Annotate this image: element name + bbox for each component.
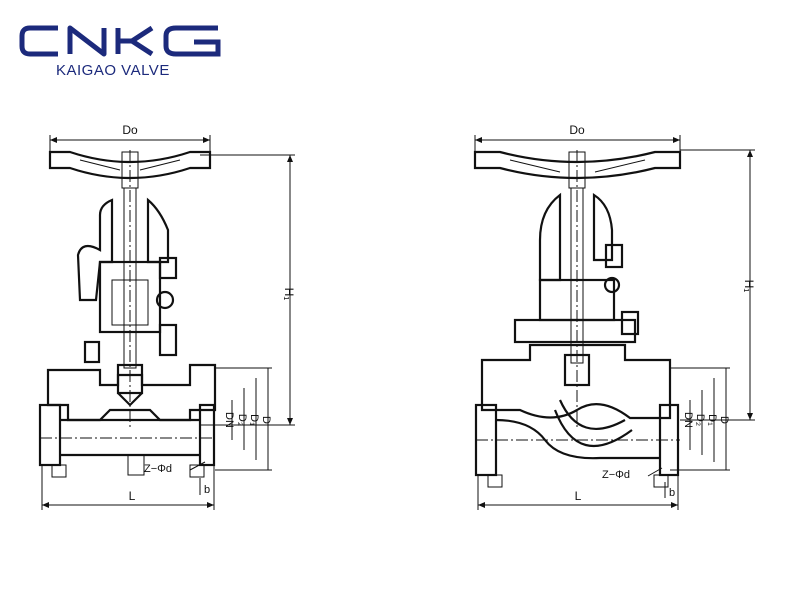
right-disc xyxy=(563,353,591,387)
left-flange-right xyxy=(198,403,216,467)
right-l-label: L xyxy=(575,489,582,503)
left-b-label: b xyxy=(204,484,210,496)
left-dn-label: DN xyxy=(223,412,235,428)
brand-subtitle: KAIGAO VALVE xyxy=(56,62,170,79)
right-h1-label: H₁ xyxy=(742,280,756,293)
left-yoke xyxy=(76,198,114,302)
right-dn-label: DN xyxy=(682,412,694,428)
left-disc xyxy=(116,363,144,395)
right-valve-drawing: Do H₁ xyxy=(473,123,756,510)
left-bonnet xyxy=(98,260,162,334)
left-d2-label: D₂ xyxy=(236,414,248,426)
right-do-label: Do xyxy=(569,123,585,137)
left-l-label: L xyxy=(129,489,136,503)
right-d2-label: D₂ xyxy=(694,414,706,426)
right-valve-body xyxy=(480,343,672,420)
right-b-label: b xyxy=(669,487,675,499)
left-d-label: D xyxy=(260,416,272,424)
left-stem xyxy=(123,187,137,369)
left-valve-drawing: Do H₁ xyxy=(38,123,296,510)
left-h1-label: H₁ xyxy=(282,288,296,301)
right-stem xyxy=(570,187,584,364)
right-yoke xyxy=(538,192,562,282)
right-handwheel xyxy=(473,150,682,180)
left-d1-label: D₁ xyxy=(248,414,260,426)
right-z-phi-d-label: Z−Φd xyxy=(602,469,630,481)
left-do-label: Do xyxy=(122,123,138,137)
left-z-phi-d-label: Z−Φd xyxy=(144,463,172,475)
right-d1-label: D₁ xyxy=(706,414,718,426)
left-handwheel xyxy=(48,150,212,180)
brand-logo: KAIGAO VALVE xyxy=(18,22,228,82)
left-flange-left xyxy=(38,403,62,467)
right-d-label: D xyxy=(718,416,730,424)
cnkg-logo-mark xyxy=(19,25,221,57)
